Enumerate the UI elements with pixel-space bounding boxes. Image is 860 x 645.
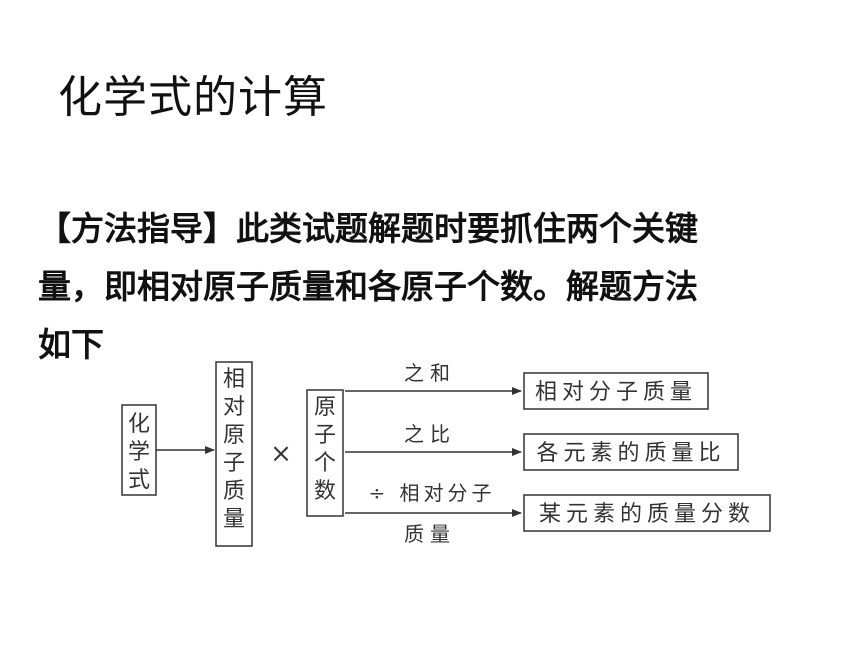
method-guide-line-3: 如下 (38, 325, 104, 364)
ratio-label: 之比 (404, 422, 456, 446)
method-guide-text-1: 此类试题解题时要抓住两个关键 (236, 209, 698, 248)
atomic-mass-char: 相 (223, 367, 245, 392)
atom-count-char: 个 (314, 451, 336, 476)
multiply-sign: × (270, 439, 292, 469)
method-guide-paragraph: 【方法指导】此类试题解题时要抓住两个关键 量，即相对原子质量和各原子个数。解题方… (38, 200, 818, 374)
sum-label: 之和 (404, 361, 456, 385)
molecular-mass-box (523, 372, 709, 410)
atom-count-char: 子 (314, 423, 336, 448)
molecular-mass-label: 相对分子质量 (535, 380, 697, 405)
atomic-mass-char: 原 (223, 423, 245, 448)
atomic-mass-box (215, 361, 253, 547)
atomic-mass-char: 子 (223, 451, 245, 476)
mass-fraction-label: 某元素的质量分数 (539, 502, 755, 527)
atom-count-char: 数 (314, 479, 336, 504)
method-guide-line-1: 【方法指导】此类试题解题时要抓住两个关键 (38, 200, 818, 258)
mass-ratio-box (523, 433, 739, 471)
method-guide-tag: 【方法指导】 (38, 209, 236, 248)
atomic-mass-char: 量 (223, 507, 245, 532)
method-guide-line-2: 量，即相对原子质量和各原子个数。解题方法 (38, 267, 698, 306)
divide-label-line2: 质量 (404, 522, 456, 546)
divide-label: ÷ 相对分子 (368, 481, 495, 505)
formula-box (121, 404, 157, 496)
page-title: 化学式的计算 (58, 72, 328, 123)
formula-char: 式 (128, 468, 150, 493)
formula-char: 学 (128, 440, 150, 465)
atom-count-box (306, 389, 344, 517)
atomic-mass-char: 对 (223, 395, 245, 420)
mass-ratio-label: 各元素的质量比 (536, 441, 725, 466)
atom-count-char: 原 (314, 395, 336, 420)
atomic-mass-char: 质 (223, 479, 245, 504)
formula-char: 化 (128, 412, 150, 437)
mass-fraction-box (523, 494, 771, 532)
